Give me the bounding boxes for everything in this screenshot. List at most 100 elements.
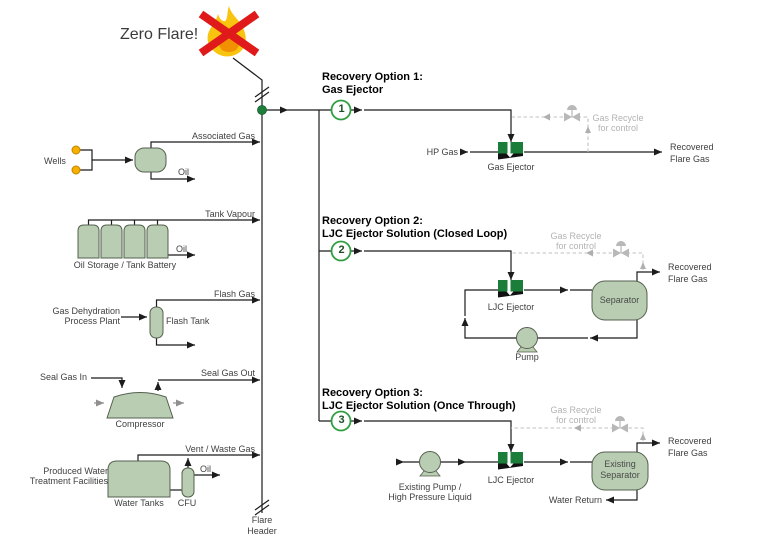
produced-water-line1: Produced Water (43, 466, 108, 476)
gas-ejector-label: Gas Ejector (487, 162, 535, 172)
zero-flare-title: Zero Flare! (120, 26, 199, 43)
option-circle-1 (330, 99, 352, 121)
option-circle-3 (330, 410, 352, 432)
recovered-1-line2: Flare Gas (670, 153, 710, 164)
option1-title-line2: Gas Ejector (322, 84, 384, 96)
existing-separator-line1: Existing (604, 459, 636, 469)
option2-title-line1: Recovery Option 2: (322, 215, 423, 227)
stream-label-seal-gas-out: Seal Gas Out (200, 368, 255, 378)
separator-label: Separator (599, 295, 640, 305)
stream-label-associated-gas: Associated Gas (191, 131, 255, 141)
separator-vessel-option3 (591, 451, 649, 491)
separator-vessel-option2 (591, 280, 648, 321)
storage-tank-icon (146, 224, 169, 259)
wells-separator-vessel (134, 147, 167, 173)
tank-battery-label: Oil Storage / Tank Battery (73, 260, 177, 270)
flash-tank-label: Flash Tank (166, 316, 210, 326)
cfu-label: CFU (177, 498, 197, 508)
control-valve-icon-option2 (613, 241, 629, 258)
existing-separator-line2: Separator (600, 470, 640, 480)
option3-title-line1: Recovery Option 3: (322, 387, 423, 399)
recovery-lines (262, 106, 662, 504)
gas-recycle-label-2: Gas Recycle for control (544, 231, 608, 251)
gas-recycle-2-line2: for control (555, 241, 597, 251)
option2-number: 2 (338, 244, 345, 256)
stream-label-vent-waste-gas: Vent / Waste Gas (185, 444, 255, 454)
recovered-3-line1: Recovered (668, 436, 712, 446)
storage-tank-icon (123, 224, 146, 259)
flare-header-line1: Flare (251, 515, 273, 525)
cfu-vessel (181, 467, 195, 498)
water-tank-vessel (107, 460, 171, 498)
produced-water-line2: Treatment Facilities (29, 476, 108, 486)
gas-recycle-lines (511, 116, 644, 441)
option1-title: Recovery Option 1: Gas Ejector (322, 71, 423, 97)
gas-recycle-3-line2: for control (555, 415, 597, 425)
gas-recycle-3-line1: Gas Recycle (550, 405, 602, 415)
pump-label: Pump (515, 352, 539, 362)
wells-label: Wells (44, 156, 66, 166)
well-icons (71, 145, 81, 175)
compressor-icon (106, 392, 174, 419)
recovered-3-line2: Flare Gas (668, 447, 708, 458)
option3-title: Recovery Option 3: LJC Ejector Solution … (322, 387, 516, 413)
option3-title-line2: LJC Ejector Solution (Once Through) (322, 400, 516, 412)
flare-header-label: Flare Header (234, 515, 290, 537)
ejector-icon-option3 (498, 452, 523, 470)
source-lines (80, 138, 260, 491)
oil-label-wells: Oil (178, 167, 189, 177)
option2-title: Recovery Option 2: LJC Ejector Solution … (322, 215, 507, 241)
recovered-flare-gas-label-2: Recovered Flare Gas (668, 262, 712, 285)
gas-recycle-1-line2: for control (597, 123, 639, 133)
gas-dehydration-label: Gas Dehydration Process Plant (30, 306, 120, 326)
no-flare-x-icon (198, 10, 260, 57)
gas-recycle-label-1: Gas Recycle for control (586, 113, 650, 133)
gas-dehydration-line2: Process Plant (64, 316, 120, 326)
option1-title-line1: Recovery Option 1: (322, 71, 423, 83)
storage-tank-icon (100, 224, 123, 259)
stream-label-flash-gas: Flash Gas (213, 289, 255, 299)
compressor-label: Compressor (115, 419, 165, 429)
flare-header-line2: Header (247, 526, 277, 536)
line-break-top (254, 86, 270, 103)
existing-pump-line2: High Pressure Liquid (388, 492, 472, 502)
oil-label-cfu: Oil (200, 464, 211, 474)
seal-gas-in-label: Seal Gas In (40, 372, 88, 382)
existing-pump-line1: Existing Pump / (398, 482, 462, 492)
recovered-1-line1: Recovered (670, 142, 714, 152)
hp-gas-label: HP Gas (426, 147, 458, 157)
gas-recycle-arrows (543, 113, 646, 440)
recovered-flare-gas-label-3: Recovered Flare Gas (668, 436, 712, 459)
pump-icon-option2 (516, 327, 538, 353)
flash-tank-vessel (149, 306, 164, 339)
storage-tank-icon (77, 224, 100, 259)
gas-recycle-2-line1: Gas Recycle (550, 231, 602, 241)
junction-dot (257, 105, 267, 115)
recovered-2-line2: Flare Gas (668, 273, 708, 284)
existing-separator-label: Existing Separator (592, 459, 648, 481)
stream-label-tank-vapour: Tank Vapour (205, 209, 255, 219)
oil-label-tanks: Oil (176, 244, 187, 254)
option-circle-2 (330, 240, 352, 262)
ejector-icon-option1 (498, 142, 523, 160)
option1-number: 1 (338, 103, 345, 115)
produced-water-label: Produced Water Treatment Facilities (20, 466, 108, 486)
gas-dehydration-line1: Gas Dehydration (52, 306, 120, 316)
flare-header-line (232, 57, 270, 516)
control-valve-icon-option1 (564, 105, 580, 122)
water-tanks-label: Water Tanks (114, 498, 164, 508)
option2-title-line2: LJC Ejector Solution (Closed Loop) (322, 228, 508, 240)
ljc-ejector-label-3: LJC Ejector (487, 475, 535, 485)
gas-recycle-1-line1: Gas Recycle (592, 113, 644, 123)
option3-number: 3 (338, 414, 345, 426)
recovered-flare-gas-label-1: Recovered Flare Gas (670, 142, 714, 165)
existing-pump-label: Existing Pump / High Pressure Liquid (368, 482, 492, 502)
line-break-bottom (254, 499, 270, 516)
water-return-label: Water Return (548, 495, 602, 505)
gas-recycle-label-3: Gas Recycle for control (544, 405, 608, 425)
recovered-2-line1: Recovered (668, 262, 712, 272)
ejector-icon-option2 (498, 280, 523, 298)
control-valve-icon-option3 (612, 416, 628, 433)
